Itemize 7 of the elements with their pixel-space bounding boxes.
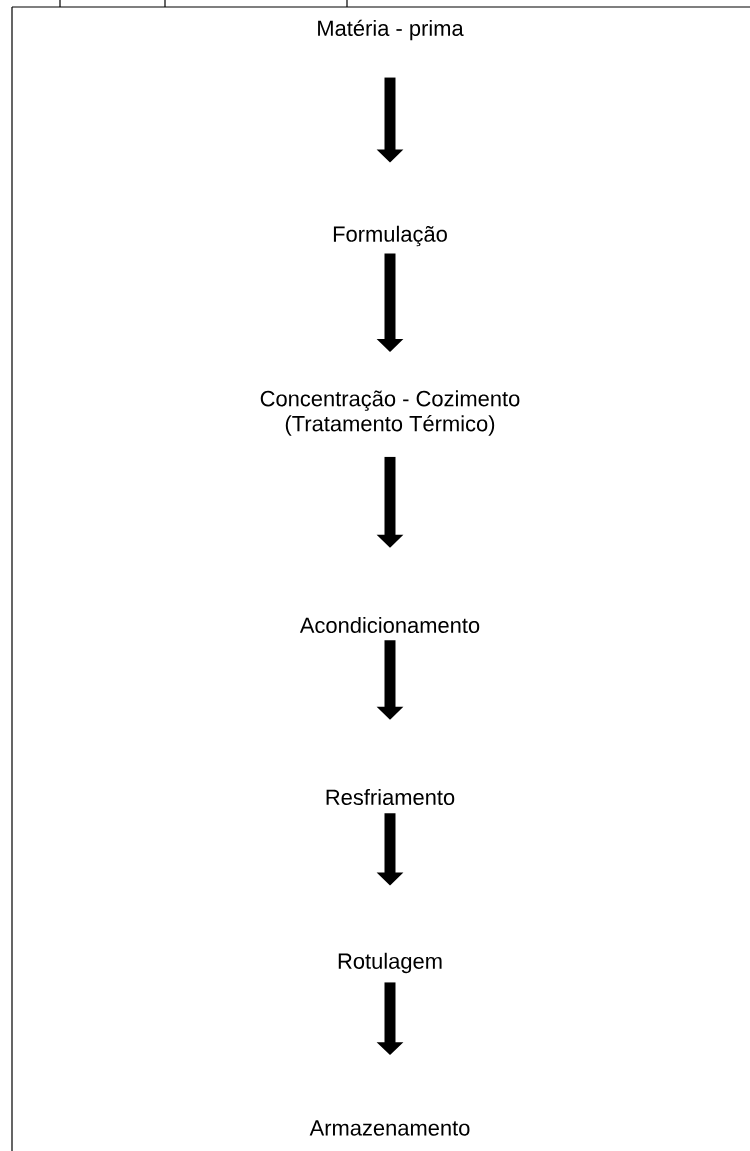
- step-label: Acondicionamento: [299, 616, 480, 634]
- step-label: Concentração - Cozimento (Tratamento Térmico): [260, 390, 520, 436]
- step-label: Armazenamento: [309, 1120, 470, 1136]
- step-label: Formulação: [333, 225, 447, 247]
- step-label: Resfriamento: [326, 788, 455, 806]
- step-label: Matéria - prima: [318, 19, 464, 41]
- step-label: Rotulagem: [338, 952, 442, 974]
